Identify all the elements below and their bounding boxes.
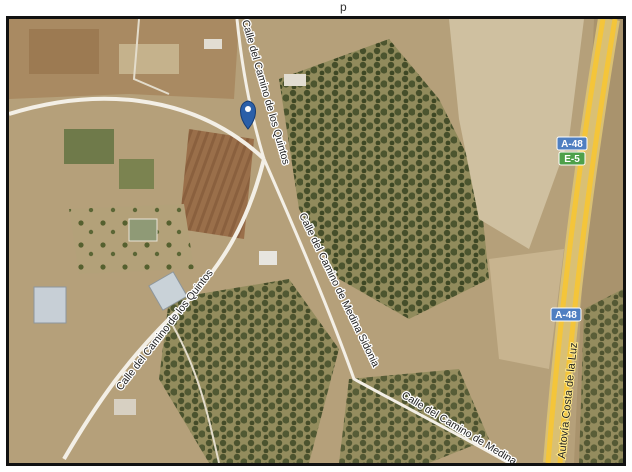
road-shield-a48-south: A-48 <box>550 307 582 322</box>
shield-label: A-48 <box>555 310 577 321</box>
building <box>204 39 222 49</box>
greenhouse <box>33 286 67 324</box>
caption-text: p <box>340 0 347 14</box>
motorway-carriageway <box>545 19 606 463</box>
building <box>114 399 136 415</box>
road-medina <box>262 158 510 463</box>
plowed-field <box>179 129 254 239</box>
woodland-area <box>159 279 339 463</box>
building <box>284 74 306 86</box>
motorway-shoulder <box>543 19 620 463</box>
motorway-carriageway <box>557 19 618 463</box>
track <box>168 318 220 463</box>
location-marker-icon[interactable] <box>240 100 256 130</box>
greenhouse <box>148 271 188 311</box>
green-field <box>119 159 154 189</box>
building <box>128 218 158 242</box>
road-quintos-north <box>235 19 266 160</box>
road-shield-a48-north: A-48 <box>556 136 588 151</box>
shield-label: E-5 <box>564 154 580 165</box>
field-patch <box>29 29 99 74</box>
woodland-area <box>279 39 489 319</box>
road-shield-e5: E-5 <box>558 151 586 166</box>
shield-label: A-48 <box>561 139 583 150</box>
bare-ground <box>449 19 584 249</box>
green-field <box>64 129 114 164</box>
woodland-east <box>579 289 623 463</box>
track <box>132 19 170 95</box>
satellite-map[interactable]: Calle del Camino de los Quintos Calle de… <box>6 16 626 466</box>
building <box>259 251 277 265</box>
field-patch <box>119 44 179 74</box>
road-quintos-top <box>9 96 266 161</box>
bare-ground <box>489 249 564 369</box>
map-canvas[interactable]: Calle del Camino de los Quintos Calle de… <box>9 19 623 463</box>
